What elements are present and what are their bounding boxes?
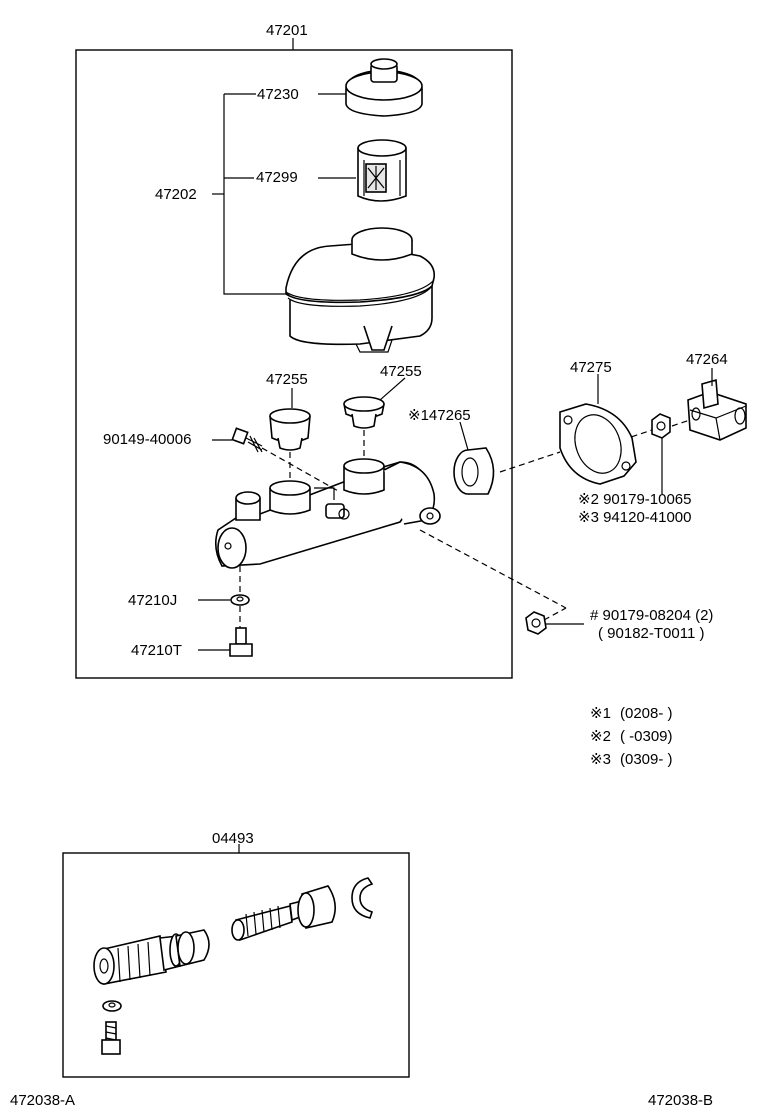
nut-90179-08204 [525,611,547,635]
note-2-mark: ※2 [590,728,611,745]
screw-90149 [231,427,263,453]
ref-code-right: 472038-B [648,1092,713,1109]
label-47202: 47202 [155,186,197,203]
piston-seal [453,447,495,495]
grommet-left [269,408,311,451]
label-90179-10065: ※2 90179-10065 [578,491,692,508]
label-90179-08204: # 90179-08204 (2) [590,607,713,624]
reservoir-strainer [357,139,407,202]
reservoir-tank [285,227,436,353]
label-04493: 04493 [212,830,254,847]
label-47255-right: 47255 [380,363,422,380]
ref-code-left: 472038-A [10,1092,75,1109]
kit-screw [101,1021,121,1055]
label-147265: ※147265 [408,407,471,424]
primary-piston [93,929,210,985]
label-47210T: 47210T [131,642,182,659]
date-notes: ※1 (0208- ) ※2 ( -0309) ※3 (0309- ) [590,705,673,768]
master-cylinder-body [214,458,441,569]
grommet-right [343,396,385,429]
washer-47210J [230,594,250,606]
label-47210J: 47210J [128,592,177,609]
snap-ring [351,877,374,919]
label-47255-left: 47255 [266,371,308,388]
reservoir-cap [345,58,423,117]
nut-90179-10065 [651,413,671,439]
bracket-47264 [687,378,747,441]
note-2-range: ( -0309) [620,728,673,745]
label-47275: 47275 [570,359,612,376]
assembly-box-47201 [75,49,513,679]
label-90182-T0011: ( 90182-T0011 ) [598,625,704,642]
secondary-piston [231,885,336,942]
label-47201: 47201 [266,22,308,39]
kit-washer [102,1000,122,1012]
note-3-mark: ※3 [590,751,611,768]
note-3-range: (0309- ) [620,751,673,768]
bolt-47210T [229,627,253,657]
label-90149-40006: 90149-40006 [103,431,191,448]
label-94120-41000: ※3 94120-41000 [578,509,692,526]
note-1-range: (0208- ) [620,705,673,722]
gasket-47275 [559,403,637,485]
label-47230: 47230 [257,86,299,103]
label-47299: 47299 [256,169,298,186]
label-47264: 47264 [686,351,728,368]
kit-box-04493 [62,852,410,1078]
note-1-mark: ※1 [590,705,611,722]
